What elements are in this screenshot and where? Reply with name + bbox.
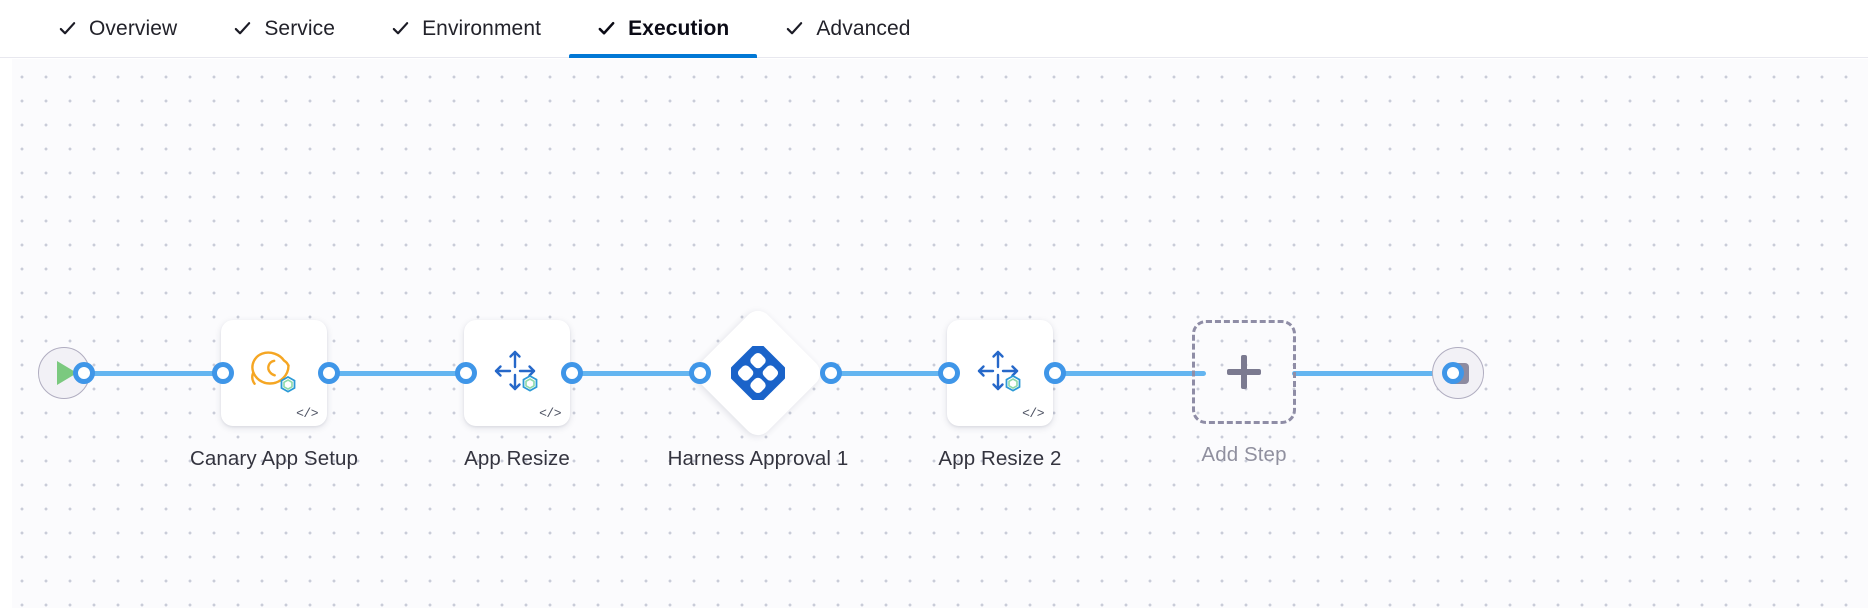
port-canary-out[interactable]: [318, 362, 340, 384]
hex-badge-icon: [522, 374, 538, 392]
step-label-harness-approval-1: Harness Approval 1: [667, 447, 849, 470]
plus-icon: [1227, 355, 1261, 389]
pipeline-canvas[interactable]: </> Canary App Setup: [0, 59, 1868, 608]
resize-arrows-icon: [947, 346, 1053, 398]
hex-badge-icon: [1005, 374, 1021, 392]
code-icon: </>: [1022, 406, 1044, 421]
port-approval-out[interactable]: [820, 362, 842, 384]
check-icon: [785, 19, 804, 38]
connector-resize-to-approval: [570, 371, 698, 376]
port-resize-in[interactable]: [455, 362, 477, 384]
add-step-button[interactable]: [1192, 320, 1296, 424]
tab-label: Environment: [422, 16, 542, 40]
connector-approval-to-resize2: [828, 371, 958, 376]
step-node-app-resize[interactable]: </>: [464, 320, 570, 426]
step-label-app-resize-2: App Resize 2: [938, 447, 1062, 470]
port-canary-in[interactable]: [212, 362, 234, 384]
step-label-app-resize: App Resize: [464, 447, 570, 470]
port-end-in[interactable]: [1442, 362, 1464, 384]
connector-canary-to-resize: [328, 371, 478, 376]
tab-environment[interactable]: Environment: [363, 0, 569, 58]
port-start-out[interactable]: [73, 362, 95, 384]
play-icon: [56, 361, 77, 385]
port-resize-out[interactable]: [561, 362, 583, 384]
tab-execution[interactable]: Execution: [569, 0, 758, 58]
tab-label: Execution: [628, 16, 730, 40]
code-icon: </>: [296, 406, 318, 421]
pipeline-tab-bar: Overview Service Environment Execution A…: [0, 0, 1868, 58]
connector-start-to-canary: [80, 371, 232, 376]
connector-addstep-to-end: [1292, 371, 1452, 376]
step-node-app-resize-2[interactable]: </>: [947, 320, 1053, 426]
connector-resize2-to-addstep: [1054, 371, 1206, 376]
tab-overview[interactable]: Overview: [30, 0, 205, 58]
check-icon: [233, 19, 252, 38]
resize-arrows-icon: [464, 346, 570, 398]
tab-service[interactable]: Service: [205, 0, 363, 58]
tab-label: Overview: [89, 16, 178, 40]
code-icon: </>: [539, 406, 561, 421]
check-icon: [58, 19, 77, 38]
tab-label: Advanced: [816, 16, 911, 40]
add-step-label: Add Step: [1201, 443, 1287, 466]
tab-advanced[interactable]: Advanced: [757, 0, 938, 58]
tab-label: Service: [264, 16, 336, 40]
check-icon: [391, 19, 410, 38]
check-icon: [597, 19, 616, 38]
port-resize2-out[interactable]: [1044, 362, 1066, 384]
canary-bird-icon: [221, 346, 327, 398]
step-node-canary-app-setup[interactable]: </>: [221, 320, 327, 426]
harness-logo-icon: [731, 346, 785, 400]
port-approval-in[interactable]: [689, 362, 711, 384]
port-resize2-in[interactable]: [938, 362, 960, 384]
step-label-canary-app-setup: Canary App Setup: [190, 447, 358, 470]
canvas-left-gutter: [0, 59, 12, 608]
hex-badge-icon: [280, 375, 296, 393]
